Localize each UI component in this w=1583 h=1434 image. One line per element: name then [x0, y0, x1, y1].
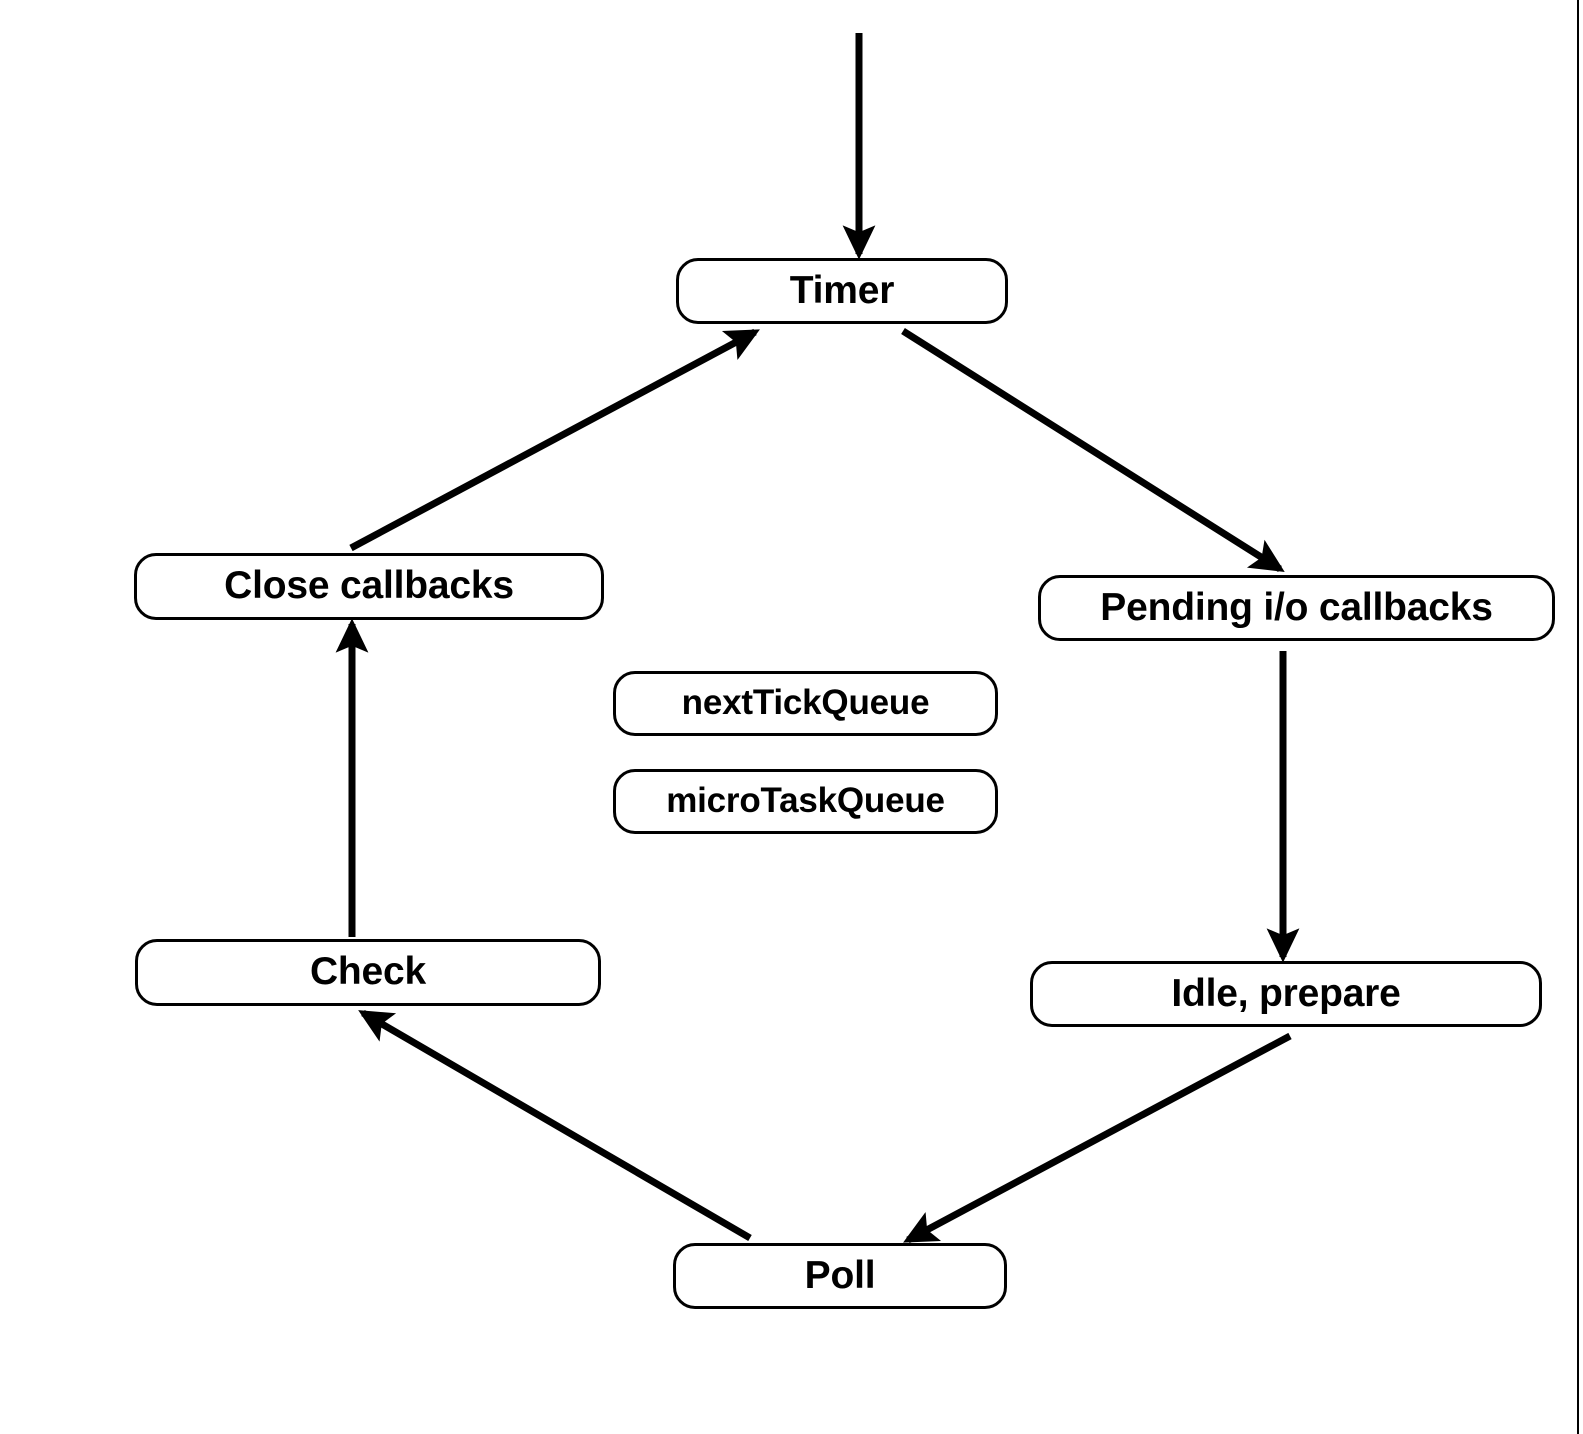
node-next-tick-queue[interactable]: nextTickQueue: [613, 671, 998, 736]
node-check-label: Check: [309, 950, 427, 993]
node-idle-prepare[interactable]: Idle, prepare: [1030, 961, 1542, 1027]
edge-timer-to-pending: [901, 328, 1285, 572]
node-timer-label: Timer: [789, 268, 895, 312]
right-edge-divider: [1577, 0, 1579, 1434]
node-next-tick-queue-label: nextTickQueue: [681, 683, 930, 722]
node-close-callbacks-label: Close callbacks: [224, 564, 514, 607]
node-micro-task-queue-label: microTaskQueue: [666, 781, 945, 820]
node-timer[interactable]: Timer: [676, 258, 1008, 324]
edge-idle-to-poll: [903, 1032, 1292, 1244]
edge-close-to-timer: [349, 328, 760, 552]
node-idle-prepare-label: Idle, prepare: [1171, 971, 1401, 1015]
node-poll[interactable]: Poll: [673, 1243, 1007, 1309]
node-micro-task-queue[interactable]: microTaskQueue: [613, 769, 998, 834]
node-close-callbacks[interactable]: Close callbacks: [134, 553, 604, 620]
node-check[interactable]: Check: [135, 939, 601, 1006]
node-pending-io-callbacks-label: Pending i/o callbacks: [1100, 585, 1493, 629]
edge-poll-to-check: [358, 1009, 752, 1242]
node-poll-label: Poll: [804, 1253, 876, 1297]
node-pending-io-callbacks[interactable]: Pending i/o callbacks: [1038, 575, 1555, 641]
